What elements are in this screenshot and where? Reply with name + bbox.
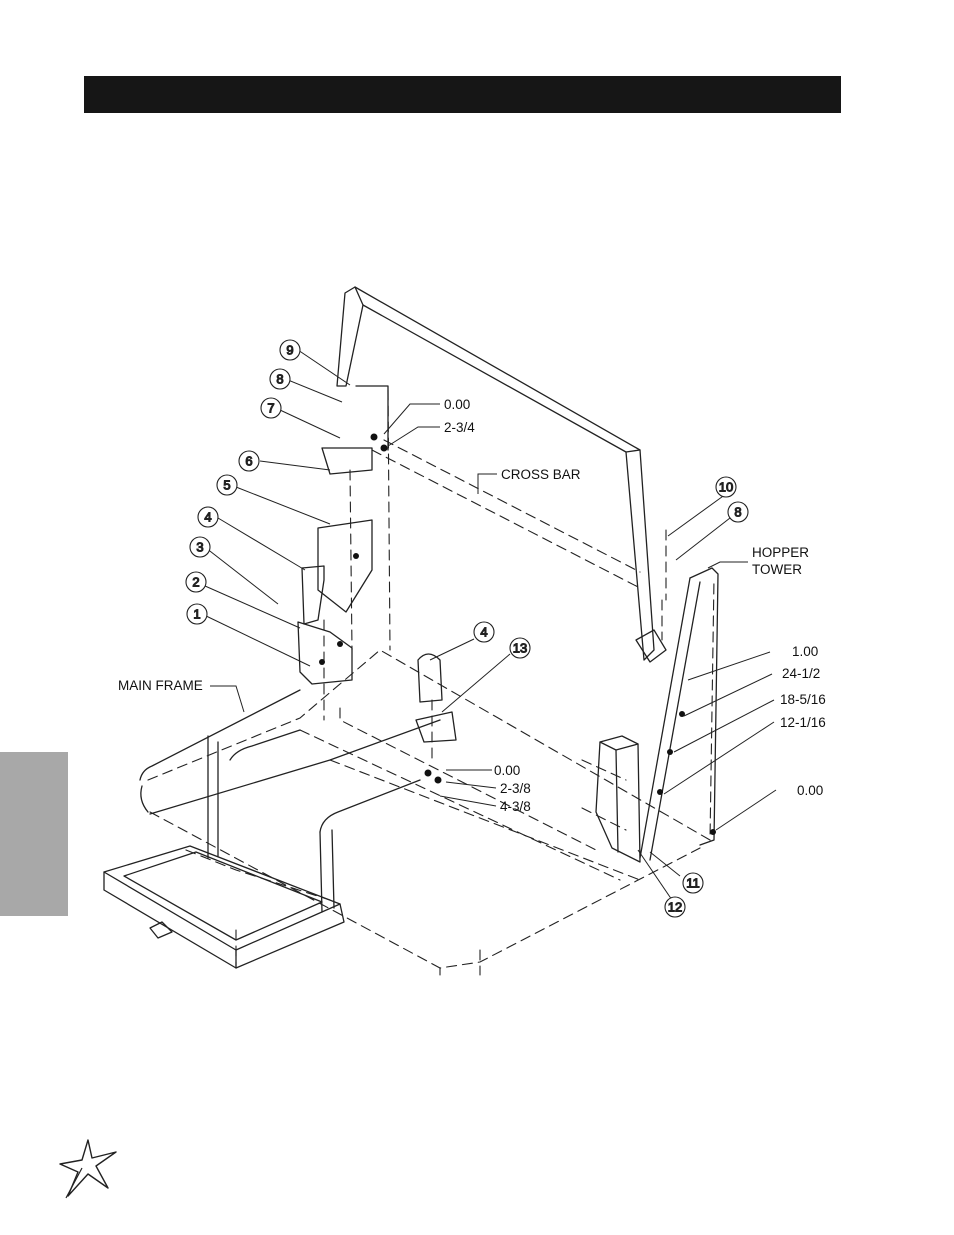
callout-4-middle: 4 — [473, 621, 495, 643]
dimension-right-a: 1.00 — [792, 644, 818, 659]
callout-10: 10 — [715, 476, 737, 498]
dimension-right-c: 18-5/16 — [780, 692, 826, 707]
dimension-upper-b: 2-3/4 — [444, 420, 475, 435]
svg-text:12: 12 — [668, 900, 682, 915]
svg-text:10: 10 — [719, 480, 733, 495]
callout-3: 3 — [189, 536, 211, 558]
callout-2: 2 — [185, 571, 207, 593]
hopper-tower-label-line1: HOPPER — [752, 545, 809, 560]
callout-8-right: 8 — [727, 501, 749, 523]
dimension-right-e: 0.00 — [797, 783, 823, 798]
svg-text:6: 6 — [245, 454, 252, 469]
svg-text:2: 2 — [192, 575, 199, 590]
svg-text:11: 11 — [686, 876, 700, 891]
section-side-tab — [0, 752, 68, 916]
callout-8: 8 — [269, 368, 291, 390]
dimension-mid-b: 2-3/8 — [500, 781, 531, 796]
svg-text:8: 8 — [734, 505, 741, 520]
dimension-upper-a: 0.00 — [444, 397, 470, 412]
star-burst-logo-icon — [59, 1139, 117, 1199]
callout-7: 7 — [260, 397, 282, 419]
cross-bar-label: CROSS BAR — [501, 467, 581, 482]
callout-13: 13 — [509, 637, 531, 659]
callout-9: 9 — [279, 339, 301, 361]
callout-6: 6 — [238, 450, 260, 472]
svg-text:9: 9 — [286, 343, 293, 358]
callout-5: 5 — [216, 474, 238, 496]
svg-text:4: 4 — [480, 625, 487, 640]
dimension-right-d: 12-1/16 — [780, 715, 826, 730]
svg-text:4: 4 — [204, 510, 211, 525]
dimension-mid-c: 4-3/8 — [500, 799, 531, 814]
callout-11: 11 — [682, 872, 704, 894]
callout-4-left: 4 — [197, 506, 219, 528]
hopper-tower-label-line2: TOWER — [752, 562, 802, 577]
dimension-mid-a: 0.00 — [494, 763, 520, 778]
svg-text:13: 13 — [513, 641, 527, 656]
callout-12: 12 — [664, 896, 686, 918]
svg-text:7: 7 — [267, 401, 274, 416]
svg-text:3: 3 — [196, 540, 203, 555]
svg-text:5: 5 — [223, 478, 230, 493]
svg-text:1: 1 — [193, 607, 200, 622]
main-frame-label: MAIN FRAME — [118, 678, 203, 693]
dimension-right-b: 24-1/2 — [782, 666, 820, 681]
svg-text:8: 8 — [276, 372, 283, 387]
section-title-bar — [84, 76, 841, 113]
callout-1: 1 — [186, 603, 208, 625]
